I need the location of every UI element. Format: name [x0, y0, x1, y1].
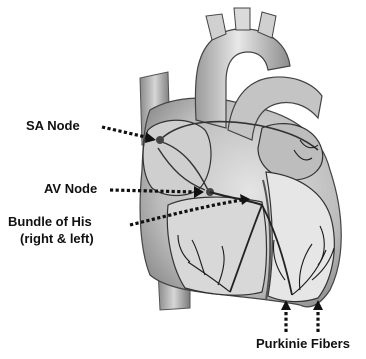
sa-node-marker: [156, 136, 164, 144]
av-node-label: AV Node: [44, 181, 97, 196]
bundle-of-his-label: Bundle of His: [8, 214, 92, 229]
right-atrium: [143, 120, 211, 195]
bundle-of-his-sublabel: (right & left): [20, 231, 94, 246]
right-ventricle: [167, 197, 266, 295]
aortic-branch-2: [234, 8, 250, 30]
sa-node-label: SA Node: [26, 118, 80, 133]
purkinje-fibers-label: Purkinie Fibers: [256, 336, 350, 351]
